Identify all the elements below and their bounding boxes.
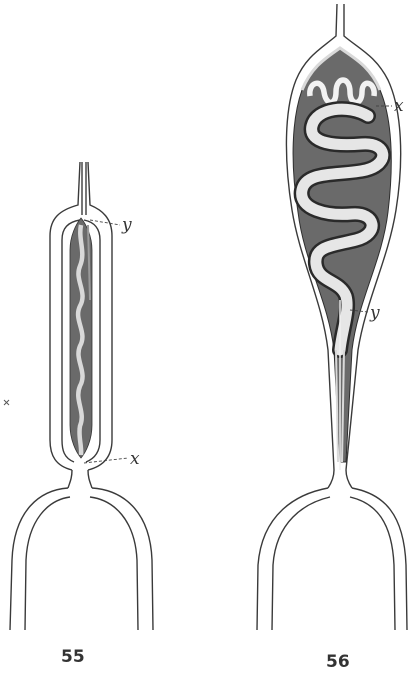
fig55-neck [68,470,72,488]
fig55-number: 55 [61,647,85,667]
fig56-label-y: y [369,303,380,323]
fig55-base-outer [10,488,68,630]
fig56-base-outer [257,488,328,630]
fig55-label-y: y [121,215,132,235]
fig55-dark-core [70,218,92,458]
fig55-label-x: x [130,449,140,469]
fig56-base-inner-right [350,497,395,630]
fig56-base-outer-right [352,488,407,630]
fig56-label-x: x [394,96,404,116]
stray-mark [4,400,9,405]
fig55-base-outer-right [92,488,153,630]
fig55-neck-right [88,470,92,488]
fig55-base-inner [25,497,70,630]
fig56-number: 56 [326,652,350,672]
figure-56-drawing [257,470,407,630]
fig55-base-inner-right [90,497,138,630]
fig56-base-inner [272,497,330,630]
fig56-bulb [286,4,400,470]
